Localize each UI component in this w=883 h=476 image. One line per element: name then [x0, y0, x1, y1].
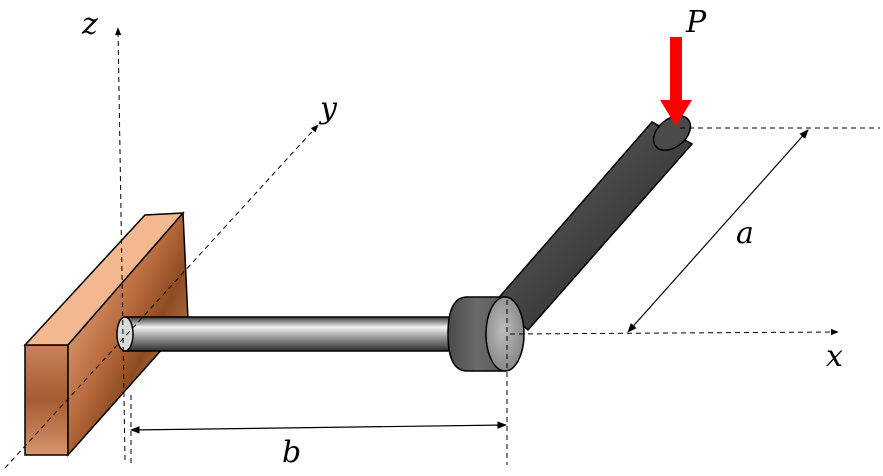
dimension-b-arrow	[130, 421, 507, 434]
rod-horizontal	[116, 316, 466, 352]
dimension-b-label: b	[282, 435, 301, 470]
rod-diagonal	[493, 115, 694, 332]
dimension-a-label: a	[736, 216, 754, 251]
load-arrow	[660, 37, 692, 126]
bend-joint	[447, 296, 525, 372]
dimension-a-arrow	[627, 129, 809, 333]
y-axis-label: y	[318, 91, 338, 126]
x-axis-line	[509, 328, 839, 336]
load-label: P	[685, 5, 707, 40]
z-axis-line	[114, 27, 126, 461]
axes	[4, 27, 880, 469]
x-axis-label: x	[826, 339, 843, 374]
z-axis-label: z	[81, 7, 98, 42]
dimension-lines	[130, 129, 809, 434]
